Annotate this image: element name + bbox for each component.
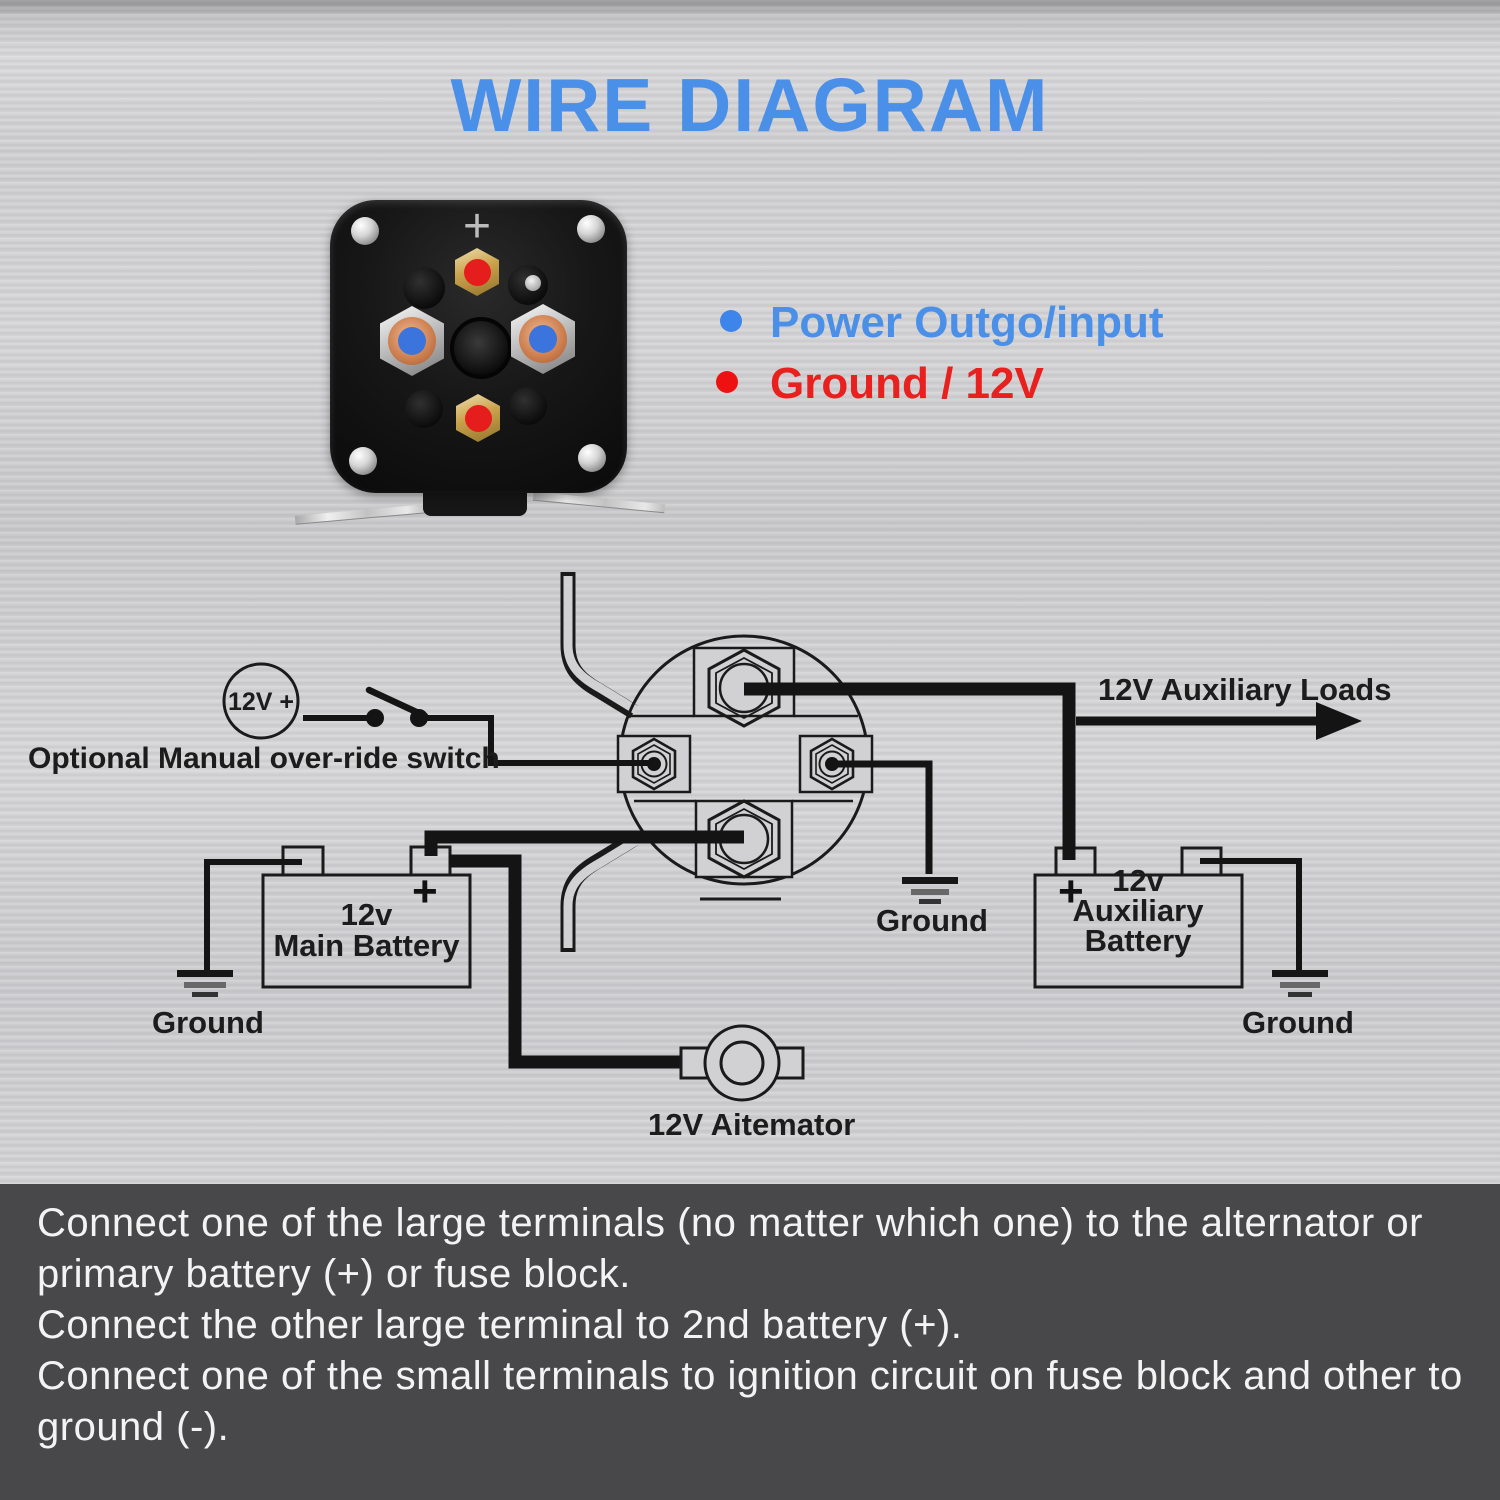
instruction-line: primary battery (+) or fuse block. [37, 1252, 631, 1296]
arrowhead-icon [1316, 702, 1362, 740]
rubber-cap-lower-right [509, 387, 547, 425]
center-stud [450, 317, 512, 379]
legend-ground-label: Ground / 12V [770, 359, 1044, 408]
wire-switch-to-small-terminal [419, 715, 650, 766]
mounting-bracket-left-wing [294, 504, 428, 525]
rubber-cap-lower-left [405, 390, 443, 428]
alternator-symbol [679, 1024, 805, 1102]
blue-dot-marker [398, 327, 426, 355]
wires [204, 682, 1316, 1069]
wire-aux-battery-neg-to-ground [1200, 858, 1302, 970]
main-battery-label: 12v Main Battery [263, 899, 470, 961]
rubber-cap-upper-left [403, 267, 445, 309]
instruction-line: Connect one of the small terminals to ig… [37, 1354, 1463, 1398]
large-hex-top [707, 648, 781, 728]
cap-highlight [525, 275, 541, 291]
red-dot-marker [465, 405, 492, 432]
corner-screw-icon [349, 447, 377, 475]
aux-battery-label: 12v Auxiliary Battery [1033, 863, 1243, 958]
main-battery-name: Main Battery [273, 928, 460, 963]
aux-loads-label: 12V Auxiliary Loads [1098, 672, 1392, 707]
solenoid-product-photo: + [290, 195, 670, 540]
instruction-line: Connect the other large terminal to 2nd … [37, 1303, 963, 1347]
legend-blue-dot-icon [720, 310, 742, 332]
small-terminal-bottom [456, 394, 500, 442]
power-source-symbol [222, 662, 300, 740]
aux-battery-plus-marker: + [1058, 867, 1084, 916]
wire-main-battery-neg-to-ground [204, 859, 302, 970]
legend-power-label: Power Outgo/input [770, 298, 1164, 347]
aux-battery-voltage: 12v [1112, 863, 1164, 898]
switch-contact-dot [410, 709, 428, 727]
aux-battery-name: Auxiliary Battery [1072, 893, 1204, 958]
corner-screw-icon [351, 217, 379, 245]
corner-screw-icon [577, 215, 605, 243]
blue-dot-marker [529, 325, 557, 353]
ground-symbol-main [177, 970, 233, 997]
ground-symbol-solenoid [902, 877, 958, 904]
override-switch-label: Optional Manual over-ride switch [28, 742, 500, 775]
solenoid-ground-label: Ground [876, 903, 988, 938]
instruction-line: Connect one of the large terminals (no m… [37, 1201, 1423, 1245]
legend-red-dot-icon [716, 371, 738, 393]
wire-small-terminal-to-ground [836, 760, 933, 874]
mounting-bracket-right-wing [532, 491, 666, 514]
wire-top-terminal-to-aux-battery [744, 682, 1076, 860]
wire-end-dot [825, 757, 839, 771]
main-battery-voltage: 12v [340, 897, 393, 932]
large-terminal-right [511, 304, 575, 374]
wire-bottom-terminal-to-main-battery [424, 830, 744, 856]
small-terminal-top [455, 248, 499, 296]
instruction-text: Connect one of the large terminals (no m… [37, 1198, 1490, 1453]
page-title: WIRE DIAGRAM [450, 63, 1050, 147]
mounting-bracket-center-tab [423, 490, 527, 516]
instruction-panel: Connect one of the large terminals (no m… [0, 1184, 1500, 1500]
main-ground-label: Ground [152, 1005, 264, 1040]
corner-screw-icon [578, 444, 606, 472]
ground-symbol-aux [1272, 970, 1328, 997]
solenoid-chords [628, 714, 858, 901]
bracket-upper-tab [560, 572, 639, 719]
alternator-label: 12V Aitemator [648, 1107, 856, 1142]
instruction-line: ground (-). [37, 1405, 230, 1449]
bracket-lower-tab [560, 832, 639, 952]
wire-end-dot [647, 757, 661, 771]
source-label: 12V + [227, 688, 295, 716]
main-battery-plus-marker: + [412, 867, 438, 916]
wire-main-battery-to-alternator [449, 854, 684, 1069]
switch-contact-dot [366, 709, 384, 727]
red-dot-marker [464, 259, 491, 286]
polarity-plus-marker: + [462, 200, 492, 253]
wiring-schematic [177, 572, 1362, 1102]
aux-ground-label: Ground [1242, 1005, 1354, 1040]
